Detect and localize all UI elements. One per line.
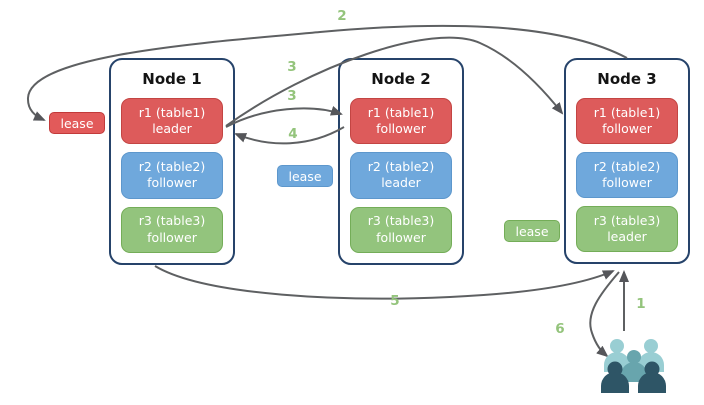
step-label-5: 5 (390, 293, 400, 309)
replica-name: r1 (table1) (593, 104, 661, 120)
step-label-6: 6 (555, 321, 565, 337)
replica-name: r2 (table2) (367, 158, 435, 174)
replica-role: follower (376, 121, 426, 137)
replica-name: r2 (table2) (593, 158, 661, 174)
replica-name: r1 (table1) (138, 104, 206, 120)
node-2: Node 2 r1 (table1) follower r2 (table2) … (338, 58, 464, 265)
node1-replica-r3: r3 (table3) follower (121, 206, 223, 253)
arrow-step5-node1-to-node3 (154, 265, 615, 300)
node3-replica-r2: r2 (table2) follower (576, 152, 678, 198)
replica-name: r3 (table3) (367, 213, 435, 229)
replica-name: r2 (table2) (138, 158, 206, 174)
lease-tag-table2: lease (277, 165, 333, 187)
node2-replica-r1: r1 (table1) follower (350, 98, 452, 145)
lease-tag-table1: lease (49, 112, 105, 134)
step-label-4: 4 (288, 126, 298, 142)
step-label-1: 1 (636, 296, 646, 312)
replica-name: r3 (table3) (593, 212, 661, 228)
lease-tag-table3: lease (504, 220, 560, 242)
replica-role: follower (147, 229, 197, 245)
step-label-3a: 3 (287, 59, 297, 75)
replica-role: leader (152, 121, 192, 137)
node-2-title: Node 2 (371, 70, 431, 88)
node3-replica-r3: r3 (table3) leader (576, 206, 678, 252)
node1-replica-r1: r1 (table1) leader (121, 98, 223, 145)
replica-role: follower (602, 175, 652, 190)
step-label-3b: 3 (287, 88, 297, 104)
replica-role: follower (602, 121, 652, 136)
node3-replica-r1: r1 (table1) follower (576, 98, 678, 144)
replica-role: follower (147, 175, 197, 191)
replica-name: r3 (table3) (138, 213, 206, 229)
node-3: Node 3 r1 (table1) follower r2 (table2) … (564, 58, 690, 264)
step-label-2: 2 (337, 8, 347, 24)
node2-replica-r3: r3 (table3) follower (350, 206, 452, 253)
replica-name: r1 (table1) (367, 104, 435, 120)
replica-role: leader (381, 175, 421, 191)
node-3-title: Node 3 (597, 70, 657, 88)
node1-replica-r2: r2 (table2) follower (121, 152, 223, 199)
arrow-step6-node3-to-users (589, 271, 620, 358)
node-1-title: Node 1 (142, 70, 202, 88)
node-1: Node 1 r1 (table1) leader r2 (table2) fo… (109, 58, 235, 265)
replica-role: follower (376, 229, 426, 245)
replica-role: leader (607, 229, 647, 244)
arrow-step3-node1-to-node2 (225, 106, 343, 128)
node2-replica-r2: r2 (table2) leader (350, 152, 452, 199)
users-icon (601, 339, 666, 393)
